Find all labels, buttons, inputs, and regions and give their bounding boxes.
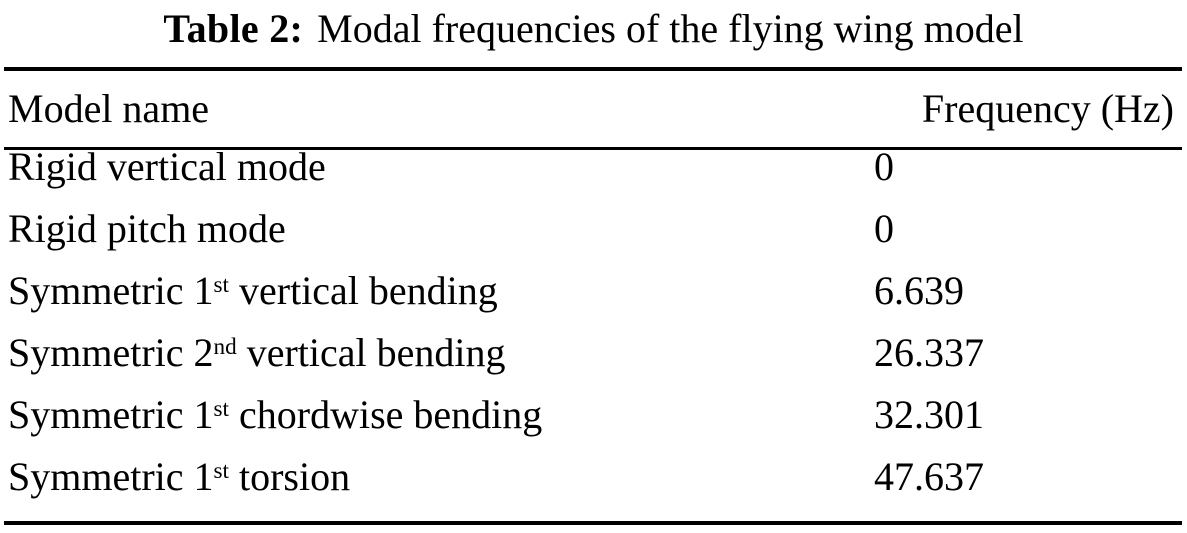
cell-model-name: Rigid pitch mode — [0, 209, 866, 249]
caption-label: Table 2: — [163, 6, 304, 51]
model-name-text: Rigid pitch mode — [8, 206, 286, 251]
cell-model-name: Symmetric 1st chordwise bending — [0, 395, 866, 435]
table-row: Rigid vertical mode 0 — [0, 147, 1187, 209]
table-caption: Table 2: Modal frequencies of the flying… — [0, 0, 1187, 58]
model-name-text: Symmetric 1 — [8, 454, 214, 499]
table-row: Symmetric 2nd vertical bending 26.337 — [0, 333, 1187, 395]
model-name-tail: torsion — [229, 454, 351, 499]
cell-model-name: Symmetric 1st vertical bending — [0, 271, 866, 311]
cell-model-name: Rigid vertical mode — [0, 147, 866, 187]
model-name-text: Symmetric 1 — [8, 268, 214, 313]
table-top-rule — [4, 67, 1182, 71]
ordinal-suffix: st — [213, 457, 229, 484]
column-header-model-name: Model name — [8, 86, 210, 131]
table-row: Symmetric 1st torsion 47.637 — [0, 457, 1187, 519]
table-header-row: Model name Frequency (Hz) — [0, 71, 1187, 147]
caption-text: Modal frequencies of the flying wing mod… — [317, 6, 1024, 51]
model-name-tail: chordwise bending — [229, 392, 543, 437]
table-bottom-rule — [4, 521, 1182, 525]
cell-frequency: 0 — [874, 206, 894, 251]
model-name-tail: vertical bending — [236, 330, 506, 375]
ordinal-suffix: nd — [213, 333, 237, 360]
cell-frequency: 0 — [874, 144, 894, 189]
model-name-text: Rigid vertical mode — [8, 144, 326, 189]
table-body: Model name Frequency (Hz) Rigid vertical… — [0, 71, 1187, 519]
table-row: Rigid pitch mode 0 — [0, 209, 1187, 271]
ordinal-suffix: st — [213, 271, 229, 298]
cell-frequency: 6.639 — [874, 268, 964, 313]
cell-model-name: Symmetric 1st torsion — [0, 457, 866, 497]
table-row: Symmetric 1st chordwise bending 32.301 — [0, 395, 1187, 457]
cell-frequency: 47.637 — [874, 454, 984, 499]
cell-model-name: Symmetric 2nd vertical bending — [0, 333, 866, 373]
model-name-tail: vertical bending — [229, 268, 498, 313]
table-header-rule — [4, 147, 1182, 150]
model-name-text: Symmetric 2 — [8, 330, 214, 375]
ordinal-suffix: st — [213, 395, 229, 422]
model-name-text: Symmetric 1 — [8, 392, 214, 437]
table-row: Symmetric 1st vertical bending 6.639 — [0, 271, 1187, 333]
cell-frequency: 32.301 — [874, 392, 984, 437]
cell-frequency: 26.337 — [874, 330, 984, 375]
column-header-frequency: Frequency (Hz) — [921, 86, 1174, 131]
